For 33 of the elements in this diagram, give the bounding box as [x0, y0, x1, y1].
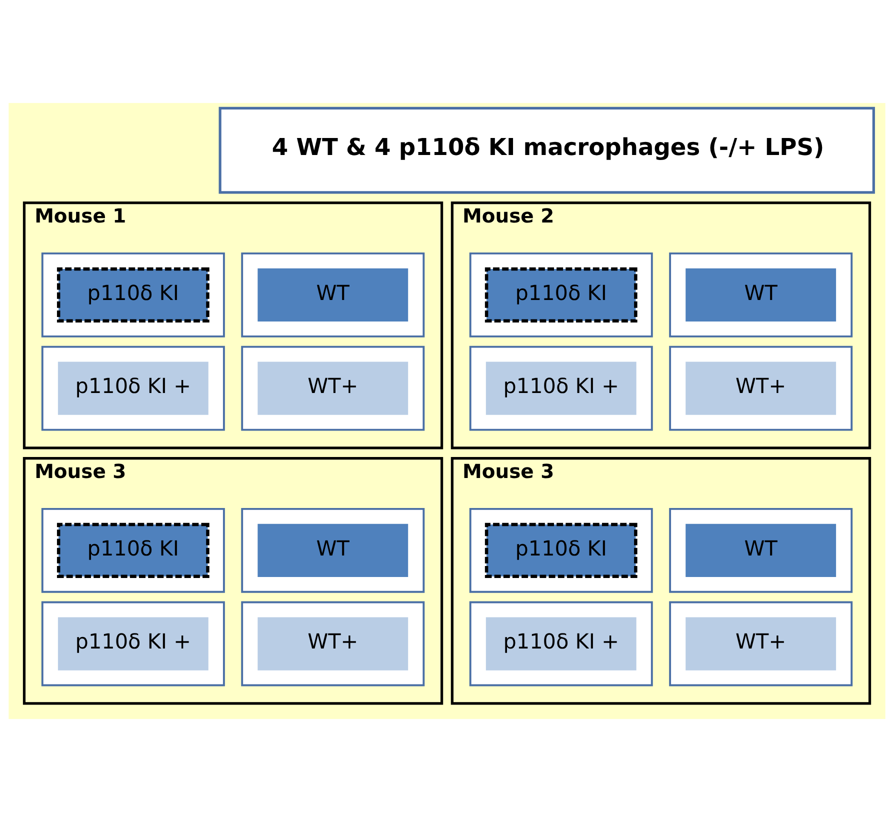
node-box: WT: [258, 268, 408, 322]
cluster: [41, 508, 225, 593]
node-box: p110δ KI: [484, 267, 638, 322]
node-box: WT: [686, 268, 836, 322]
cluster: [469, 601, 653, 686]
node-box: p110δ KI +: [58, 617, 208, 670]
node-box: p110δ KI: [56, 522, 210, 578]
cluster: [241, 601, 425, 686]
cluster: [469, 252, 653, 338]
node-box: WT+: [258, 362, 408, 415]
cluster: [669, 252, 853, 338]
cluster: [669, 508, 853, 593]
node-box: 4 WT & 4 p110δ KI macrophages (-/+ LPS): [218, 106, 875, 194]
cluster: [241, 508, 425, 593]
cluster: [469, 346, 653, 431]
node-box: p110δ KI: [484, 522, 638, 578]
cluster: [41, 252, 225, 338]
node-box: WT+: [686, 617, 836, 670]
cluster: [469, 508, 653, 593]
node-box: p110δ KI: [56, 267, 210, 322]
cluster: [669, 601, 853, 686]
node-box: p110δ KI +: [486, 617, 636, 670]
cluster: [41, 346, 225, 431]
node-box: p110δ KI +: [486, 362, 636, 415]
cluster: [241, 346, 425, 431]
node-box: WT+: [258, 617, 408, 670]
node-box: WT: [258, 524, 408, 577]
node-box: WT: [686, 524, 836, 577]
cluster: [241, 252, 425, 338]
cluster: [41, 601, 225, 686]
cluster: [669, 346, 853, 431]
node-box: p110δ KI +: [58, 362, 208, 415]
node-box: WT+: [686, 362, 836, 415]
